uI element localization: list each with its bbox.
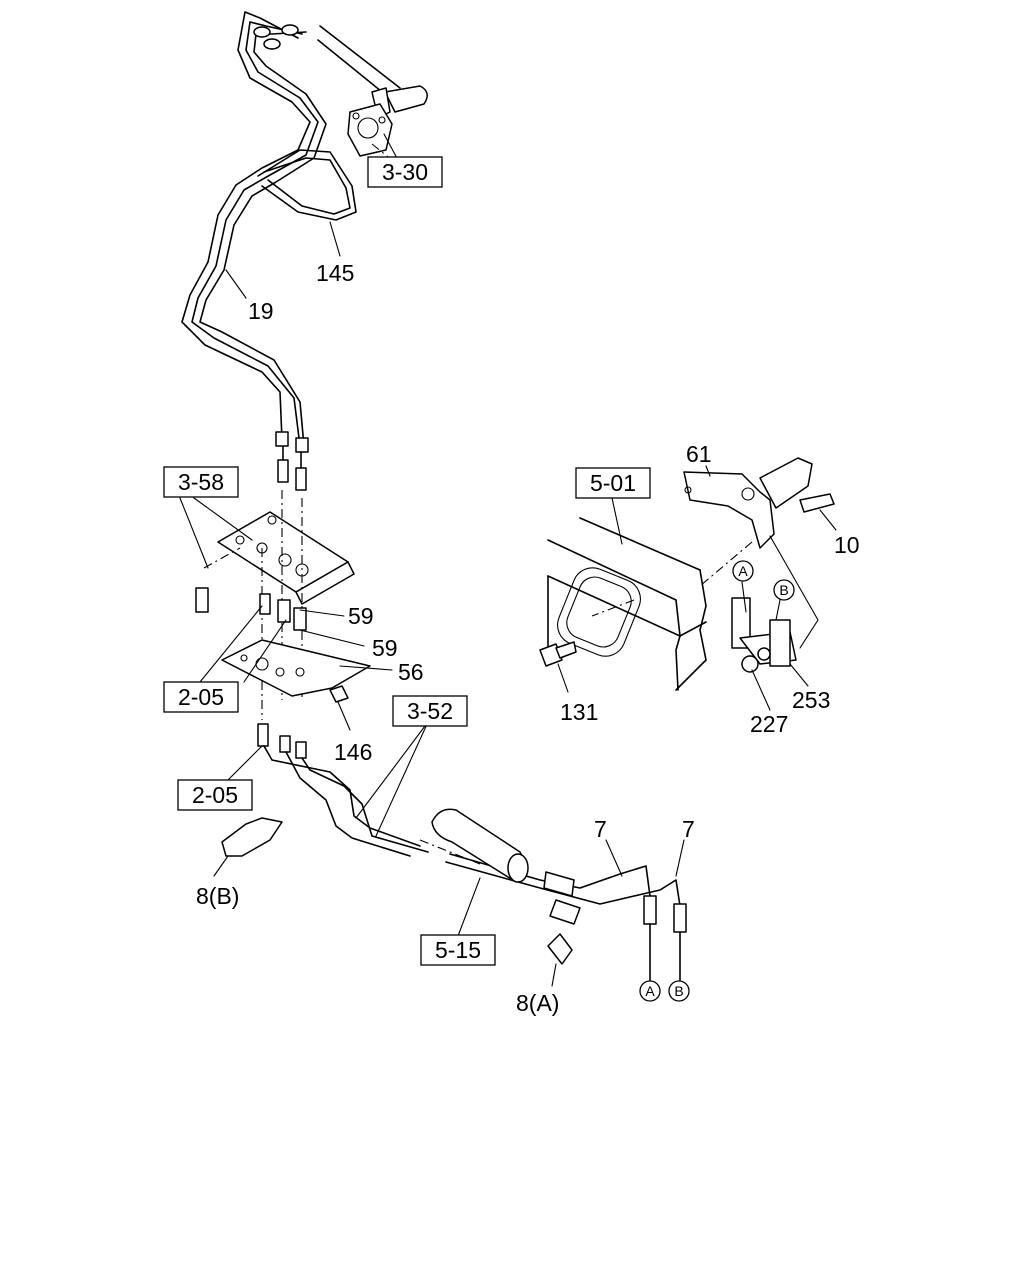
bracket-upper — [195, 490, 355, 720]
clips — [221, 817, 573, 965]
frame-member — [547, 517, 707, 691]
marker-a-bottom: A — [639, 980, 661, 1002]
pipe-fittings-upper — [275, 431, 309, 491]
ref-box-5-15: 5-15 — [420, 934, 496, 966]
ref-label-2-05-upper: 2-05 — [178, 684, 224, 710]
part-label-59-lower: 59 — [372, 635, 398, 661]
part-label-145: 145 — [316, 260, 354, 286]
ref-label-3-58: 3-58 — [178, 469, 224, 495]
bracket-lower — [221, 639, 371, 703]
brake-pipe-upper — [181, 11, 401, 447]
ref-box-2-05-lower: 2-05 — [177, 779, 253, 811]
bracket-61 — [591, 457, 835, 617]
part-label-131: 131 — [560, 699, 598, 725]
marker-b-bottom: B — [668, 980, 690, 1002]
ref-box-3-58: 3-58 — [163, 466, 239, 498]
cross-member-tube — [419, 808, 529, 883]
svg-text:B: B — [779, 582, 788, 598]
ref-label-2-05-lower: 2-05 — [192, 782, 238, 808]
part-label-56: 56 — [398, 659, 424, 685]
ref-box-3-52: 3-52 — [392, 695, 468, 727]
part-label-8a: 8(A) — [516, 990, 559, 1016]
svg-text:B: B — [674, 983, 683, 999]
svg-text:A: A — [645, 983, 655, 999]
ref-label-5-15: 5-15 — [435, 937, 481, 963]
part-label-227: 227 — [750, 711, 788, 737]
tee-fitting — [731, 597, 797, 673]
bolt-131 — [539, 641, 577, 667]
ref-box-2-05-upper: 2-05 — [163, 681, 239, 713]
ref-label-5-01: 5-01 — [590, 470, 636, 496]
marker-a-top: A — [732, 560, 754, 582]
ref-box-5-01: 5-01 — [575, 467, 651, 499]
part-label-59-upper: 59 — [348, 603, 374, 629]
part-label-61: 61 — [686, 441, 712, 467]
ref-box-3-30: 3-30 — [367, 156, 443, 188]
svg-text:A: A — [738, 563, 748, 579]
marker-b-top: B — [773, 579, 795, 601]
valve-assembly-top — [347, 85, 428, 161]
part-label-7-right: 7 — [682, 816, 695, 842]
part-label-8b: 8(B) — [196, 883, 239, 909]
ref-label-3-52: 3-52 — [407, 698, 453, 724]
ref-label-3-30: 3-30 — [382, 159, 428, 185]
part-label-19: 19 — [248, 298, 274, 324]
brake-pipe-lower — [257, 723, 687, 981]
part-label-253: 253 — [792, 687, 830, 713]
part-label-10: 10 — [834, 532, 860, 558]
sleeves — [259, 593, 307, 631]
leader-lines — [179, 133, 837, 987]
part-label-146: 146 — [334, 739, 372, 765]
part-label-7-left: 7 — [594, 816, 607, 842]
